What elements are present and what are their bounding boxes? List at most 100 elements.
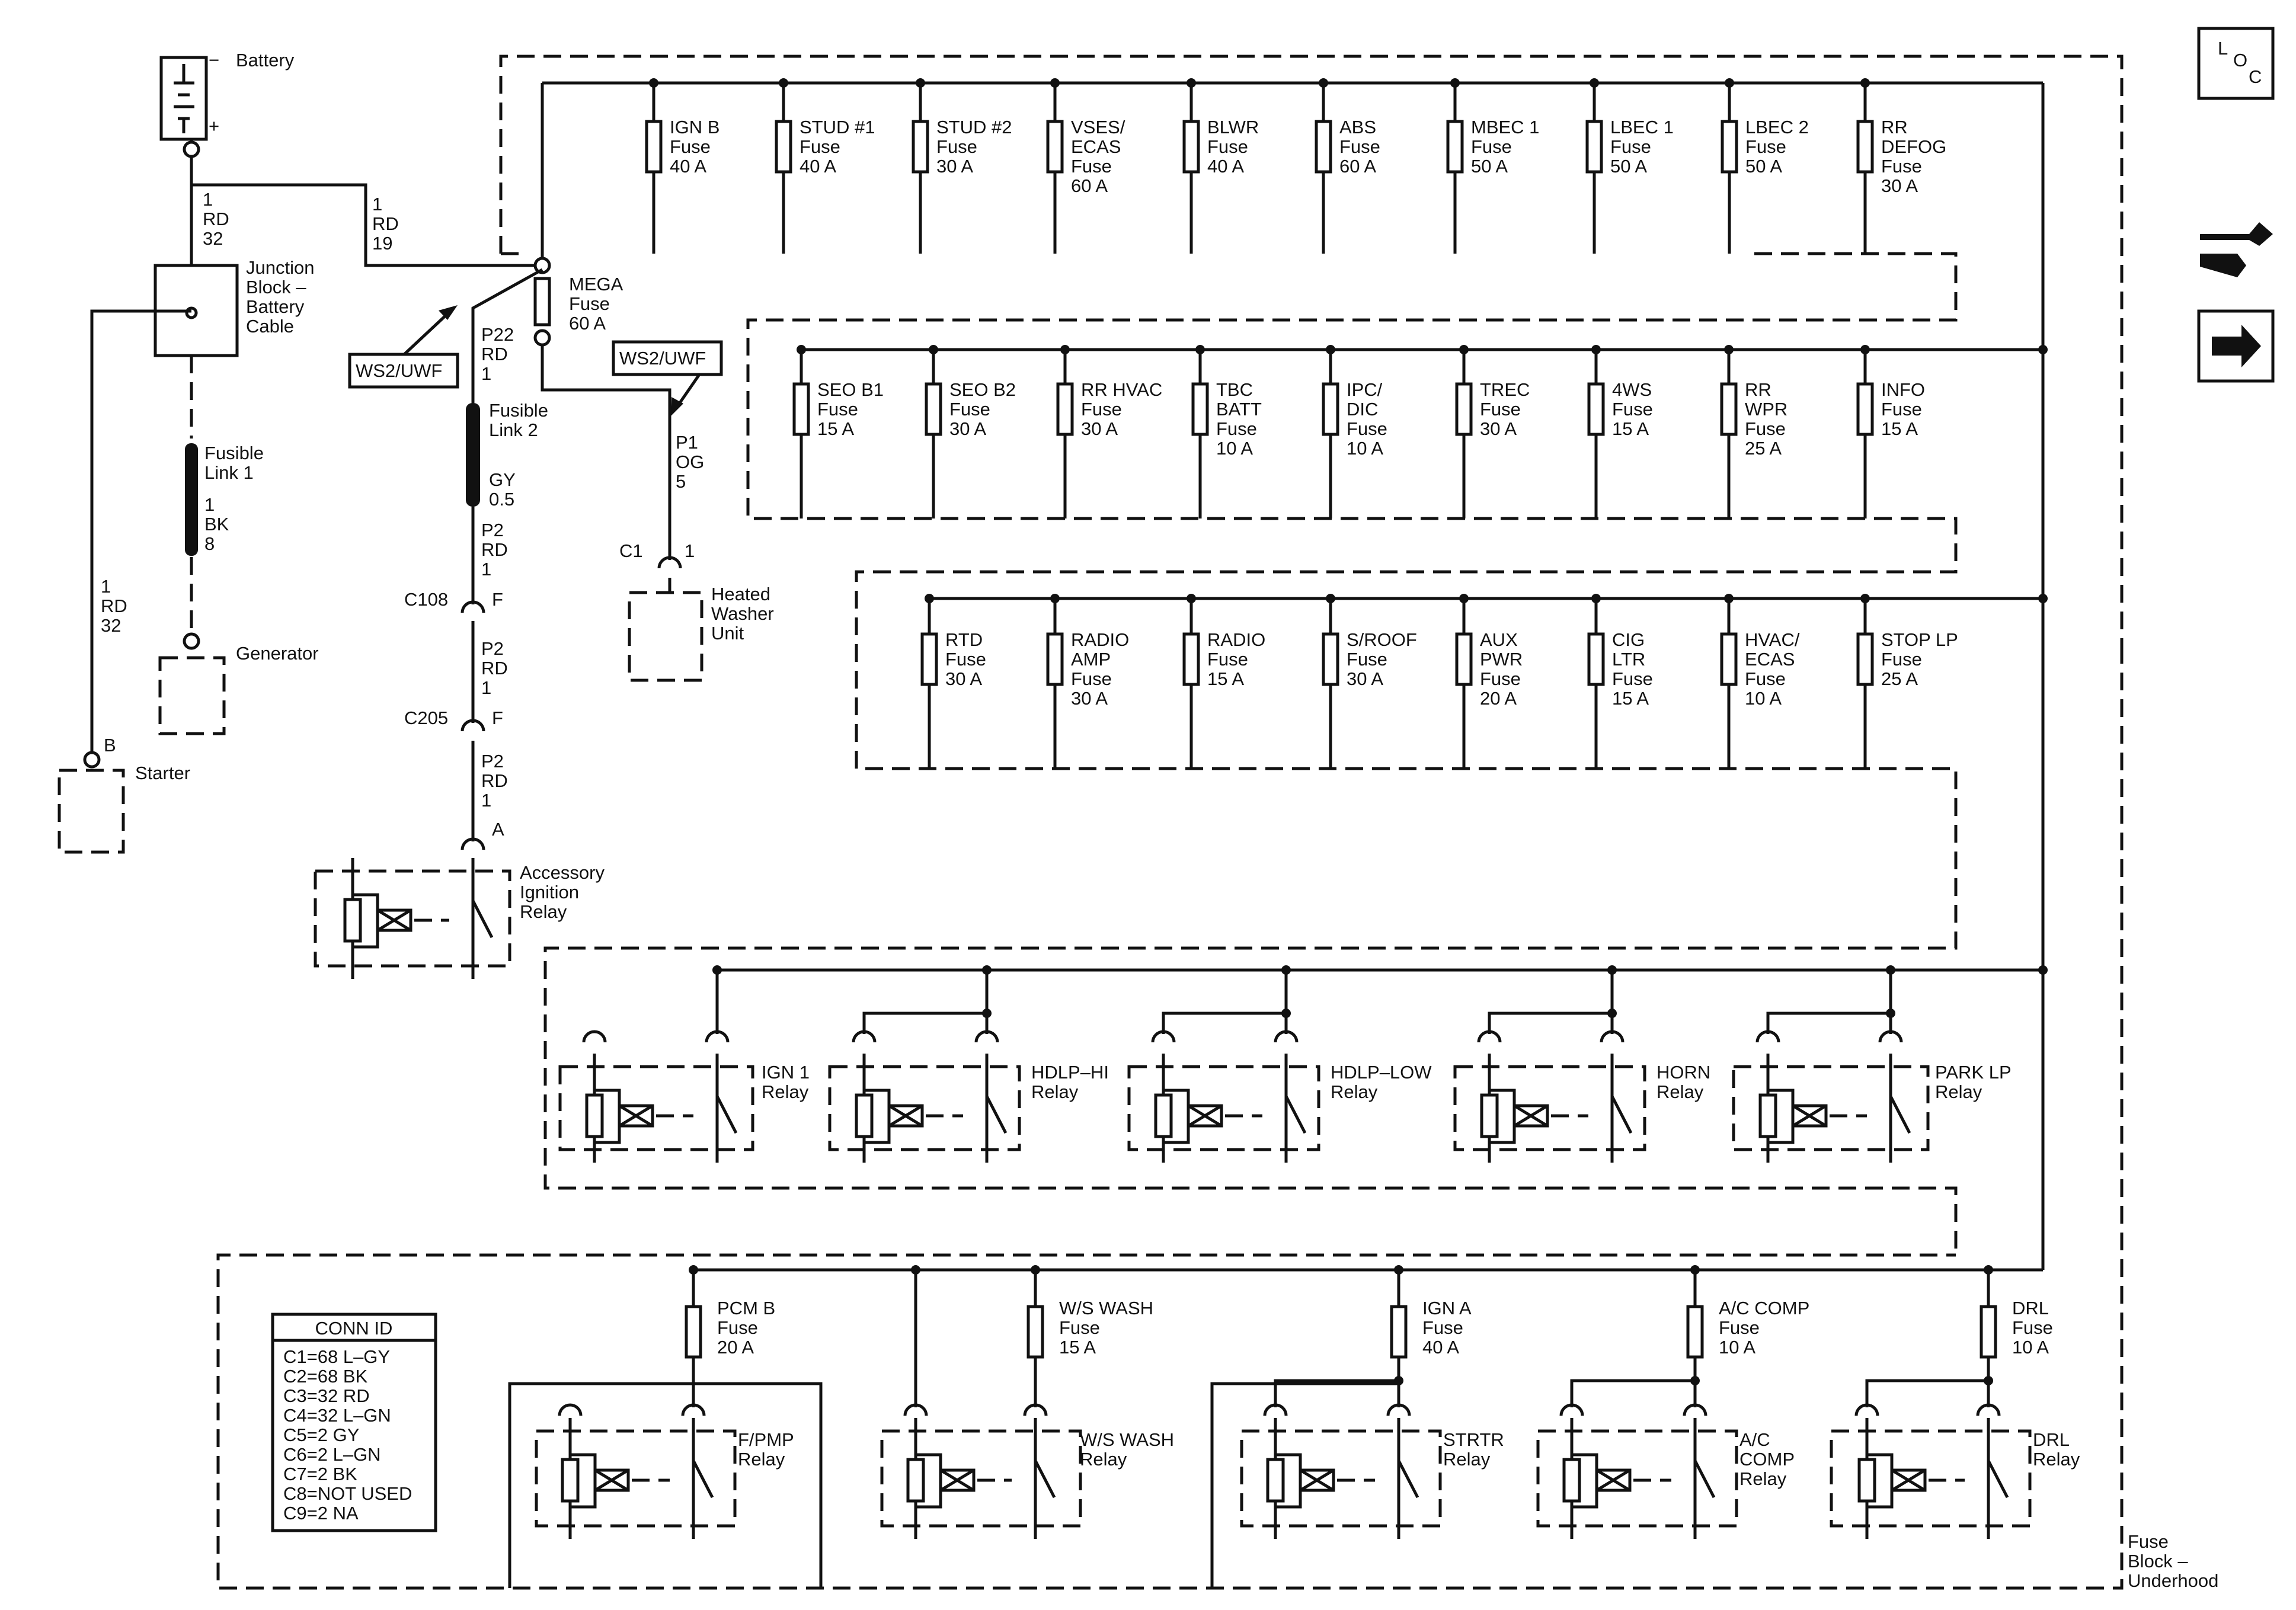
- battery-plus-label: +: [209, 116, 219, 136]
- label-line: Fuse: [1480, 399, 1521, 420]
- fuse-w-s-wash: [1027, 1305, 1044, 1359]
- label-line: C4=32 L–GN: [283, 1405, 391, 1426]
- label-line: Fuse: [670, 136, 711, 157]
- relay-f-pmp-0: [535, 1429, 737, 1528]
- bus-splice: [1724, 594, 1734, 603]
- fuse-block-outline: [499, 55, 2124, 646]
- fuse-4ws: [1587, 382, 1605, 436]
- fuse-pcm-b: [685, 1305, 702, 1359]
- label-line: P22: [481, 324, 514, 345]
- ws2-arrowhead: [671, 397, 683, 416]
- c205-label: C205: [404, 708, 448, 728]
- drl-coil-feed: [1865, 1379, 1988, 1407]
- relay-strtr-2-switch: [1397, 1459, 1419, 1499]
- relay-strtr-2: [1240, 1429, 1442, 1528]
- relay-a-c-3-connector: [1559, 1403, 1584, 1416]
- label-line: ECAS: [1071, 136, 1121, 157]
- label-line: C2=68 BK: [283, 1366, 368, 1387]
- fuse-stud-1: [775, 120, 792, 174]
- bus-splice: [1195, 345, 1205, 354]
- label-line: 5: [676, 471, 686, 492]
- label-line: C1: [619, 540, 643, 561]
- relay-hdlp-hi-switch: [985, 1095, 1008, 1134]
- fuse-rr-hvac: [1056, 382, 1074, 436]
- label-line: S/ROOF: [1347, 629, 1417, 650]
- fuse-radio: [1182, 632, 1200, 686]
- label-line: LBEC 1: [1610, 117, 1674, 137]
- label-line: STRTR: [1443, 1429, 1504, 1450]
- relay-hdlp-low-coil-x: [1187, 1104, 1223, 1128]
- label-line: 25 A: [1881, 668, 1918, 689]
- label-line: RADIO: [1071, 629, 1129, 650]
- label-line: 30 A: [1347, 668, 1383, 689]
- label-line: Relay: [520, 901, 567, 922]
- label-line: C7=2 BK: [283, 1464, 357, 1484]
- label-line: F: [492, 589, 503, 610]
- starter-label: Starter: [135, 763, 190, 783]
- mega-fuse: [533, 277, 551, 327]
- label-line: L: [2218, 38, 2228, 59]
- label-line: C9=2 NA: [283, 1503, 359, 1523]
- loc-icon-l: L: [2218, 38, 2228, 59]
- relay-strtr-2-connector: [1263, 1403, 1288, 1416]
- label-line: A/C: [1739, 1429, 1770, 1450]
- fuse-rr: [1720, 382, 1738, 436]
- label-line: 40 A: [1422, 1337, 1459, 1358]
- fuse-blwr: [1182, 120, 1200, 174]
- bus-splice: [1050, 78, 1060, 88]
- bus-splice: [916, 78, 925, 88]
- label-line: 10 A: [1216, 438, 1253, 459]
- relay-hdlp-hi-connector: [974, 1030, 999, 1043]
- label-line: CIG: [1612, 629, 1645, 650]
- fuse-lbec-2: [1721, 120, 1738, 174]
- fuse-seo-b2: [925, 382, 942, 436]
- label-line: GY: [489, 469, 516, 490]
- bus-splice: [1590, 78, 1599, 88]
- fusible-link-2: [466, 403, 480, 507]
- label-line: Link 2: [489, 420, 538, 440]
- bus-splice: [1050, 594, 1060, 603]
- label-line: Junction: [246, 257, 314, 278]
- label-line: OG: [676, 452, 704, 472]
- label-line: Fuse: [1422, 1317, 1463, 1338]
- label-line: DEFOG: [1881, 136, 1946, 157]
- fuse-ipc-: [1322, 382, 1339, 436]
- bus-splice: [1591, 594, 1601, 603]
- relay-a-c-3: [1536, 1429, 1738, 1528]
- label-line: 30 A: [945, 668, 982, 689]
- ws2-uwf-label: WS2/UWF: [356, 360, 442, 381]
- conn-id-title: CONN ID: [315, 1318, 393, 1339]
- c1-pin-label: 1: [685, 540, 695, 561]
- splice-dot: [1281, 1009, 1291, 1018]
- label-line: 1: [481, 677, 491, 698]
- label-line: BATT: [1216, 399, 1262, 420]
- bus-splice: [1187, 78, 1196, 88]
- label-line: Fuse: [1612, 668, 1653, 689]
- label-line: 10 A: [1719, 1337, 1755, 1358]
- label-line: Fuse: [1471, 136, 1512, 157]
- relay-w-s-wash-1-switch: [1034, 1459, 1056, 1499]
- label-line: P2: [481, 520, 504, 540]
- relay-horn-resistor: [1480, 1093, 1499, 1138]
- relay-horn-coil-x: [1513, 1104, 1549, 1128]
- battery-terminal: [183, 140, 200, 158]
- label-line: 0.5: [489, 489, 514, 510]
- accessory-ignition-relay-coil-x: [376, 908, 412, 932]
